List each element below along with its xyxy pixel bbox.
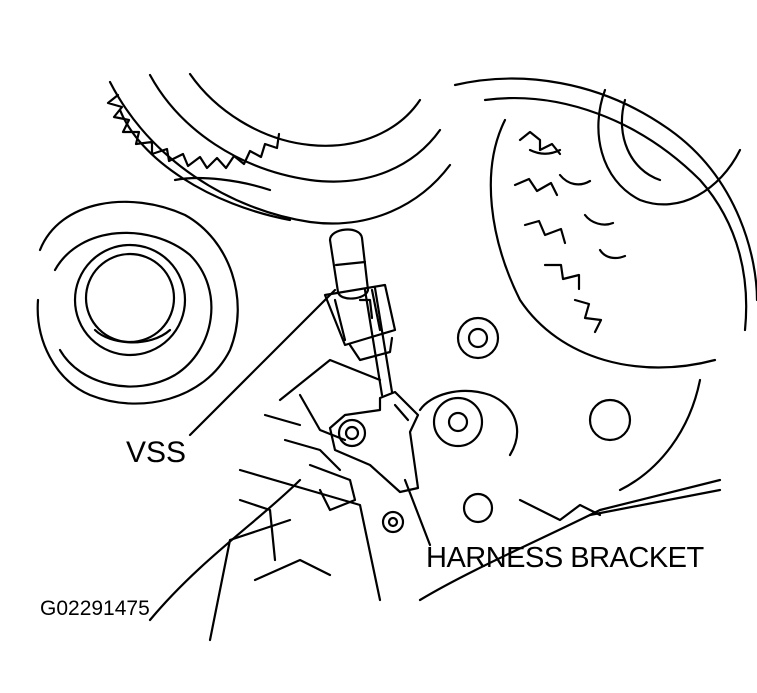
vss-label: VSS [126, 436, 187, 469]
lower-housing [148, 358, 722, 642]
transfer-housing [453, 77, 757, 369]
pulley [36, 176, 272, 405]
ring-gear [106, 72, 452, 225]
vss-leader-line [188, 288, 337, 437]
harness-bracket [328, 286, 420, 494]
bolts [381, 316, 632, 534]
harness-bracket-label: HARNESS BRACKET [426, 542, 704, 574]
harness-bracket-leader-line [403, 478, 432, 547]
figure-code: G02291475 [40, 597, 150, 620]
